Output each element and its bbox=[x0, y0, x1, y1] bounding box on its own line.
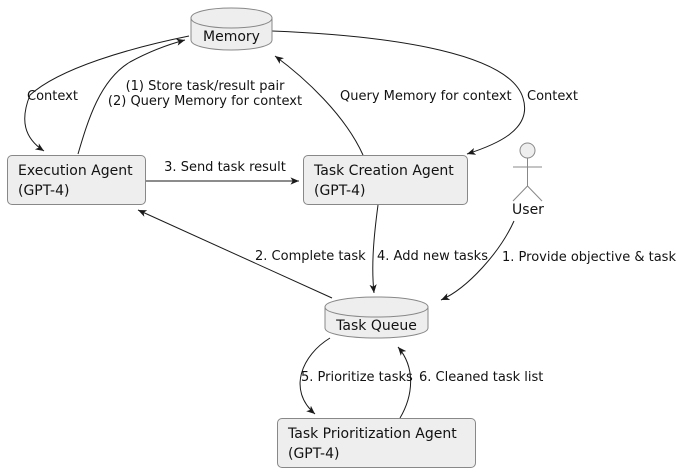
task-creation-agent-sublabel: (GPT-4) bbox=[314, 183, 366, 199]
edge-creation-to-memory-query bbox=[274, 55, 364, 156]
edge-label-store-query-line2: (2) Query Memory for context bbox=[107, 94, 303, 109]
edge-label-cleaned-task-list: 6. Cleaned task list bbox=[419, 370, 544, 385]
edge-label-store-query: (1) Store task/result pair (2) Query Mem… bbox=[105, 79, 305, 109]
edge-label-context-left: Context bbox=[27, 89, 78, 104]
task-queue-label: Task Queue bbox=[336, 318, 417, 334]
memory-cylinder-shape bbox=[190, 7, 273, 51]
edge-label-store-query-line1: (1) Store task/result pair bbox=[125, 79, 285, 94]
node-execution-agent: Execution Agent (GPT-4) bbox=[7, 155, 146, 205]
edge-memory-to-execution-context bbox=[24, 35, 190, 152]
execution-agent-label: Execution Agent bbox=[18, 163, 133, 179]
edge-queue-to-execution-complete-task bbox=[137, 209, 333, 299]
edge-label-complete-task: 2. Complete task bbox=[255, 249, 366, 264]
edge-label-add-new-tasks: 4. Add new tasks bbox=[377, 249, 488, 264]
edge-creation-to-queue-add-tasks bbox=[369, 204, 379, 294]
edge-label-context-right: Context bbox=[527, 89, 578, 104]
execution-agent-sublabel: (GPT-4) bbox=[18, 183, 70, 199]
node-task-creation-agent: Task Creation Agent (GPT-4) bbox=[303, 155, 468, 205]
edge-execution-to-memory-store-query bbox=[77, 38, 186, 155]
edge-prioritization-to-queue bbox=[397, 346, 412, 419]
edge-label-query-memory: Query Memory for context bbox=[340, 89, 512, 104]
edge-label-send-task-result: 3. Send task result bbox=[164, 160, 286, 175]
edge-memory-to-creation-context bbox=[271, 30, 526, 155]
task-queue-cylinder-shape bbox=[324, 296, 429, 339]
task-creation-agent-label: Task Creation Agent bbox=[314, 163, 454, 179]
task-prioritization-agent-sublabel: (GPT-4) bbox=[288, 446, 340, 462]
edge-queue-to-prioritization bbox=[299, 337, 331, 415]
edge-label-provide-objective: 1. Provide objective & task bbox=[502, 250, 676, 265]
memory-label: Memory bbox=[203, 29, 260, 45]
edge-user-to-queue-provide-objective bbox=[440, 220, 515, 301]
task-prioritization-agent-label: Task Prioritization Agent bbox=[288, 426, 457, 442]
user-label: User bbox=[512, 202, 544, 218]
edge-label-prioritize-tasks: 5. Prioritize tasks bbox=[301, 370, 413, 385]
node-task-prioritization-agent: Task Prioritization Agent (GPT-4) bbox=[277, 418, 476, 468]
user-actor-icon bbox=[512, 142, 543, 202]
